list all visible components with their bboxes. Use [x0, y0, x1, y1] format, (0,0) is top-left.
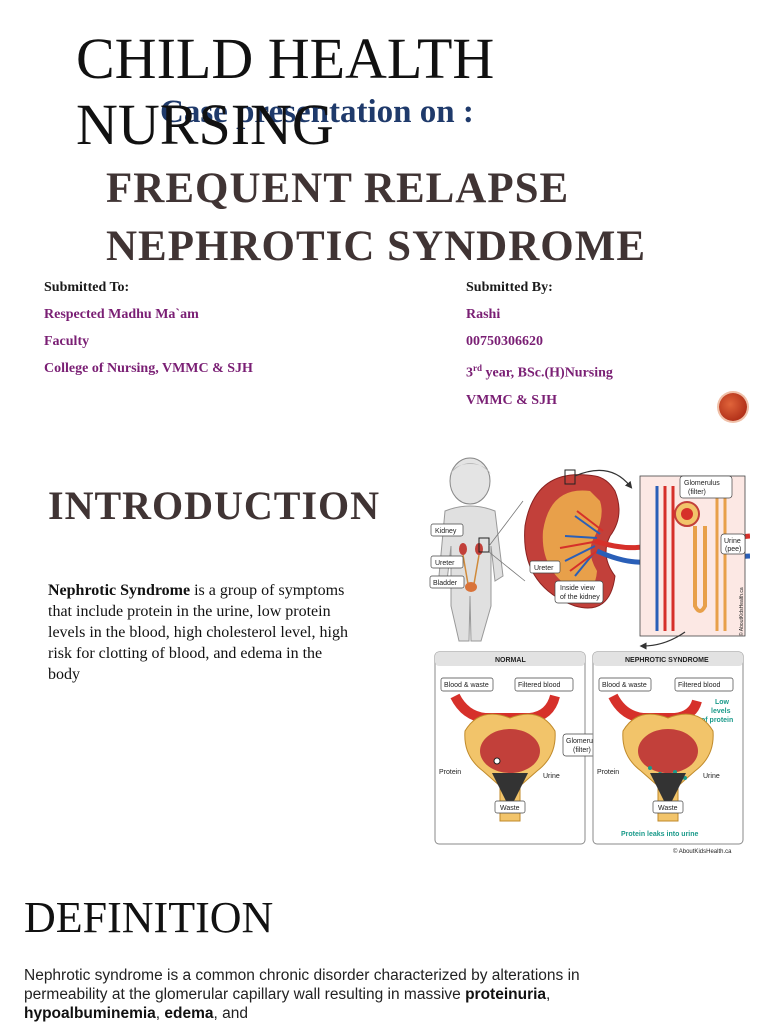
year-course: year, BSc.(H)Nursing: [482, 365, 613, 381]
normal-protein-label: Protein: [439, 769, 461, 776]
topic-line-2: NEPHROTIC SYNDROME: [106, 223, 647, 270]
anatomy-labels: Kidney Ureter Bladder: [429, 523, 465, 589]
nephrotic-title: NEPHROTIC SYNDROME: [625, 657, 709, 664]
kidney-illustration: Kidney Ureter Bladder Ureter Inside view: [425, 456, 750, 855]
submitted-to-block: Submitted To: Respected Madhu Ma`am Facu…: [44, 274, 253, 382]
term-proteinuria: proteinuria: [465, 986, 547, 1003]
separator-1: ,: [546, 986, 551, 1003]
nephron-detail: Glomerulus (filter) Urine (pee) © AboutK…: [639, 475, 746, 637]
label-pee: (pee): [725, 546, 741, 553]
submitted-by-block: Submitted By: Rashi 00750306620 3rd year…: [466, 274, 613, 414]
year-suffix: rd: [473, 363, 482, 373]
credit-bottom: © AboutKidsHealth.ca: [673, 848, 732, 855]
nephrotic-protein-label: Protein: [597, 769, 619, 776]
student-year: 3rd year, BSc.(H)Nursing: [466, 355, 613, 387]
decorative-orb-icon: [719, 393, 747, 421]
normal-blood-waste: Blood & waste: [444, 682, 489, 689]
introduction-heading: INTRODUCTION: [48, 483, 381, 528]
kidney-labels: Ureter Inside view of the kidney: [529, 560, 604, 604]
submitted-to-heading: Submitted To:: [44, 280, 130, 295]
child-figure: [438, 457, 504, 642]
definition-paragraph: Nephrotic syndrome is a common chronic d…: [24, 966, 624, 1023]
label-kidney: Kidney: [435, 528, 457, 535]
normal-urine-label: Urine: [543, 773, 560, 780]
of-protein-label: of protein: [701, 717, 733, 724]
center-filter: (filter): [573, 747, 591, 754]
label-ureter-2: Ureter: [534, 565, 554, 572]
nephrotic-syndrome-term: Nephrotic Syndrome: [48, 582, 191, 599]
student-name: Rashi: [466, 307, 501, 322]
introduction-body: is a group of symptoms that include prot…: [48, 582, 348, 683]
topic-line-1: FREQUENT RELAPSE: [106, 165, 570, 212]
main-title: CHILD HEALTH NURSING: [76, 26, 495, 157]
introduction-slide: INTRODUCTION Nephrotic Syndrome is a gro…: [0, 446, 768, 856]
introduction-paragraph: Nephrotic Syndrome is a group of symptom…: [48, 580, 348, 685]
label-glomerulus: Glomerulus: [684, 480, 720, 487]
protein-leaks-label: Protein leaks into urine: [621, 831, 699, 838]
normal-filtered-blood: Filtered blood: [518, 682, 561, 689]
nephrotic-waste-label: Waste: [658, 805, 678, 812]
label-filter: (filter): [688, 489, 706, 496]
low-label: Low: [715, 699, 730, 706]
nephrotic-panel: NEPHROTIC SYNDROME Blood & waste Filtere…: [592, 651, 744, 845]
normal-waste-label: Waste: [500, 805, 520, 812]
levels-label: levels: [711, 708, 731, 715]
kidney-cross-section: [524, 469, 750, 609]
credit-top: © AboutKidsHealth.ca: [738, 587, 745, 636]
nephrotic-urine-label: Urine: [703, 773, 720, 780]
label-bladder: Bladder: [433, 580, 458, 587]
definition-slide: DEFINITION Nephrotic syndrome is a commo…: [0, 862, 768, 1024]
definition-text-end: , and: [213, 1005, 249, 1022]
term-hypoalbuminemia: hypoalbuminemia: [24, 1005, 156, 1022]
submitted-to-name: Respected Madhu Ma`am: [44, 307, 199, 322]
separator-2: ,: [155, 1005, 165, 1022]
definition-text-start: Nephrotic syndrome is a common chronic d…: [24, 967, 580, 1003]
center-glomerulus: Glomerulus: [566, 738, 602, 745]
student-id: 00750306620: [466, 334, 543, 349]
nephrotic-blood-waste: Blood & waste: [602, 682, 647, 689]
term-edema: edema: [164, 1005, 214, 1022]
submitted-to-role: Faculty: [44, 334, 90, 349]
title-slide: CHILD HEALTH NURSING Case presentation o…: [0, 0, 768, 440]
case-presentation-line: Case presentation on :: [160, 94, 474, 130]
student-institution: VMMC & SJH: [466, 392, 557, 408]
submitted-to-college: College of Nursing, VMMC & SJH: [44, 361, 253, 376]
normal-panel: NORMAL Blood & waste Filtered blood Prot…: [434, 651, 586, 845]
normal-title: NORMAL: [495, 657, 526, 664]
label-of-kidney: of the kidney: [560, 594, 600, 601]
label-ureter: Ureter: [435, 560, 455, 567]
label-urine: Urine: [724, 538, 741, 545]
label-inside-view: Inside view: [560, 585, 596, 592]
submitted-by-heading: Submitted By:: [466, 280, 553, 295]
definition-heading: DEFINITION: [24, 893, 274, 942]
year-number: 3: [466, 365, 473, 381]
nephrotic-filtered-blood: Filtered blood: [678, 682, 721, 689]
